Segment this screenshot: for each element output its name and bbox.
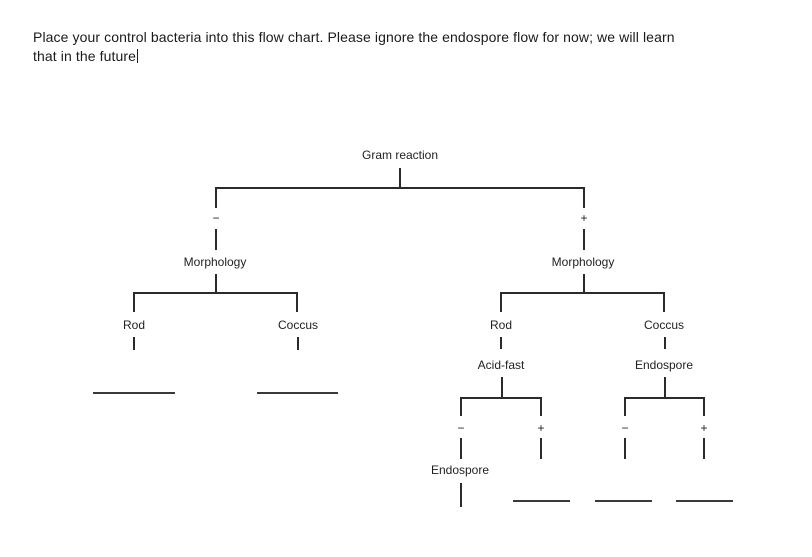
connector-acid-fast-crossbar <box>460 397 541 399</box>
connector-left-rod-stub <box>133 337 135 350</box>
sign-endospore-positive: + <box>700 421 708 435</box>
connector-root-right-drop <box>583 187 585 208</box>
sign-acid-fast-negative: − <box>457 421 465 435</box>
node-endospore-right: Endospore <box>634 358 694 372</box>
connector-root-crossbar <box>215 187 584 189</box>
sign-endospore-negative: − <box>621 421 629 435</box>
connector-left-rod-drop <box>133 292 135 312</box>
node-morphology-left: Morphology <box>183 255 247 269</box>
text-caret <box>136 49 138 63</box>
connector-endospore-bottom-stem <box>460 483 462 507</box>
connector-right-rod-stub <box>500 337 502 349</box>
sign-acid-fast-positive: + <box>537 421 545 435</box>
node-endospore-under-acid-fast: Endospore <box>430 463 490 477</box>
connector-right-morph-stem <box>583 274 585 293</box>
answer-blank-acid-fast-positive <box>513 500 570 502</box>
instruction-line-2: that in the future <box>33 48 138 64</box>
node-coccus-right: Coccus <box>643 318 685 332</box>
connector-acid-fast-neg-drop <box>460 397 462 416</box>
connector-acid-fast-stem <box>501 377 503 398</box>
instruction-line-1: Place your control bacteria into this fl… <box>33 29 675 45</box>
connector-gram-pos-stem <box>583 229 585 250</box>
connector-endospore-neg-stem <box>624 438 626 459</box>
connector-endospore-crossbar <box>624 397 704 399</box>
connector-root-left-drop <box>215 187 217 208</box>
connector-right-coccus-drop <box>663 292 665 312</box>
connector-left-crossbar <box>133 292 298 294</box>
sign-gram-positive: + <box>580 211 588 225</box>
connector-endospore-stem <box>664 377 666 398</box>
node-acid-fast: Acid-fast <box>477 358 525 372</box>
connector-acid-fast-pos-drop <box>540 397 542 416</box>
node-gram-reaction: Gram reaction <box>361 148 439 162</box>
answer-blank-left-rod <box>93 392 175 394</box>
connector-right-rod-drop <box>500 292 502 312</box>
node-coccus-left: Coccus <box>277 318 319 332</box>
connector-endospore-neg-drop <box>624 397 626 416</box>
connector-acid-fast-pos-stem <box>540 438 542 459</box>
connector-root-stem <box>399 168 401 188</box>
answer-blank-left-coccus <box>257 392 338 394</box>
node-rod-left: Rod <box>122 318 146 332</box>
connector-right-coccus-stub <box>664 337 666 349</box>
connector-left-morph-stem <box>215 274 217 293</box>
connector-right-crossbar <box>500 292 664 294</box>
node-rod-right: Rod <box>489 318 513 332</box>
instruction-text[interactable]: Place your control bacteria into this fl… <box>33 28 675 66</box>
answer-blank-endospore-positive <box>676 500 733 502</box>
connector-left-coccus-stub <box>297 337 299 350</box>
connector-acid-fast-neg-stem <box>460 438 462 459</box>
connector-endospore-pos-stem <box>703 438 705 459</box>
connector-left-coccus-drop <box>296 292 298 312</box>
answer-blank-endospore-negative <box>595 500 652 502</box>
connector-gram-neg-stem <box>215 229 217 250</box>
sign-gram-negative: − <box>212 211 220 225</box>
connector-endospore-pos-drop <box>703 397 705 416</box>
node-morphology-right: Morphology <box>551 255 615 269</box>
